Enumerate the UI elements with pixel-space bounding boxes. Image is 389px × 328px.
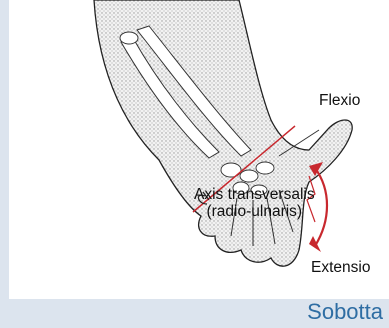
axis-label-line2: (radio-ulnaris) [194,203,315,220]
extensio-label: Extensio [311,259,370,276]
axis-label-line1: Axis transversalis [194,186,315,203]
wrist-illustration [9,0,389,299]
flexio-label: Flexio [319,92,360,109]
source-credit: Sobotta [307,298,383,326]
figure-panel: Flexio Axis transversalis (radio-ulnaris… [9,0,389,299]
motion-arc [315,168,327,246]
axis-label: Axis transversalis (radio-ulnaris) [194,186,315,220]
